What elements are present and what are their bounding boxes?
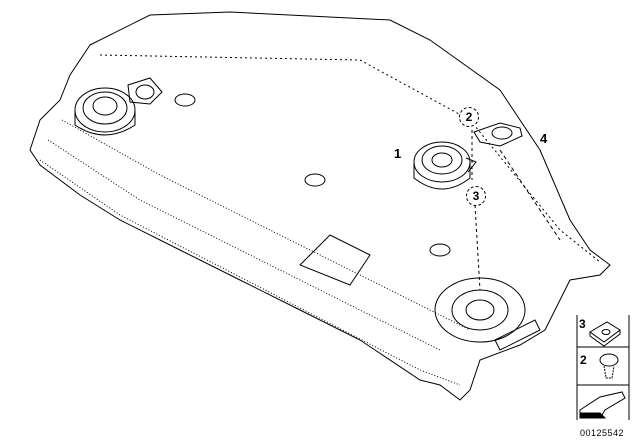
legend-label-2: 2 [580,353,587,367]
parcel-shelf-outline [29,11,611,401]
tweeter-cover-part-4 [473,122,523,147]
clip-nut-icon [589,321,621,347]
left-tweeter [127,77,163,105]
left-speaker [74,87,136,136]
callout-4: 4 [540,131,548,146]
speaker-part-1 [413,141,477,190]
image-code: 00125542 [580,428,625,438]
legend-box [576,315,630,420]
callout-3: 3 [466,186,486,206]
screw-icon [599,353,619,367]
callout-2: 2 [459,107,479,127]
legend-label-3: 3 [579,317,586,331]
callout-1: 1 [394,146,402,161]
